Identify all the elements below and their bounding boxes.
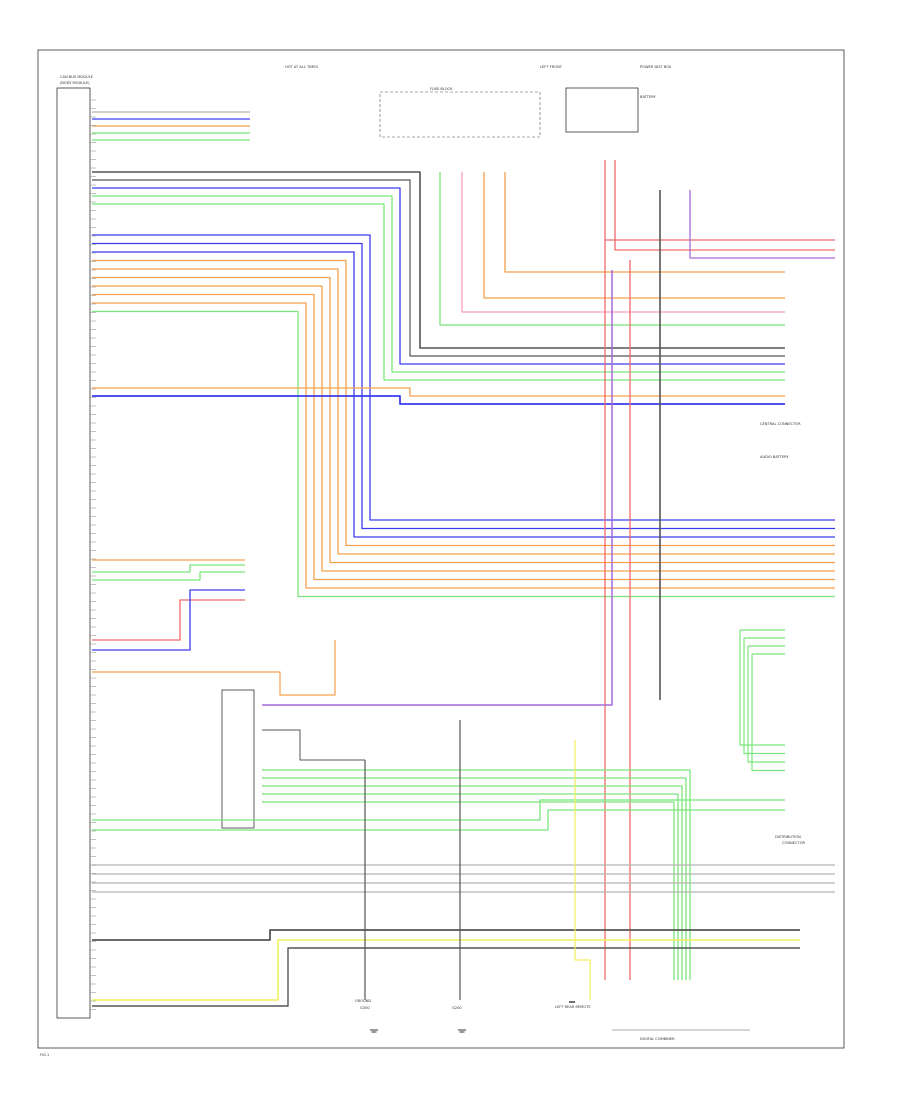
relay-box: [565, 87, 639, 133]
wire-15: [92, 268, 835, 555]
wire-6: [92, 171, 785, 349]
left-module-box: [56, 87, 91, 1019]
top-label-3: FUSE BLOCK: [430, 87, 453, 91]
left-module-label: CAN BUS MODULE: [60, 75, 94, 79]
wire-61: [92, 947, 800, 1007]
central-connector-label: CENTRAL CONNECTOR: [760, 422, 801, 426]
top-label-5: POWER DIST BOX: [640, 65, 672, 69]
wire-37: [92, 589, 245, 651]
wire-23: [439, 172, 785, 326]
wire-60: [92, 939, 800, 1001]
wire-7: [92, 179, 785, 357]
wire-59: [92, 929, 800, 941]
wire-50: [747, 646, 785, 763]
wire-43: [262, 793, 679, 980]
wire-27: [604, 160, 835, 241]
diagram-frame: [37, 49, 845, 1049]
pin-label-group: [90, 99, 96, 1010]
wire-group: [92, 111, 835, 1007]
wire-65: [262, 729, 365, 761]
bottom-label-2: G300: [360, 1006, 370, 1010]
wire-42: [262, 785, 683, 980]
wire-26: [504, 172, 785, 273]
wire-13: [92, 251, 835, 538]
bottom-label-4: LEFT REAR REMOTE: [555, 1005, 591, 1009]
top-label-4: BATTERY: [640, 95, 657, 99]
wire-21: [92, 395, 785, 405]
wire-53: [92, 799, 785, 821]
audio-battery-label: AUDIO BATTERY: [760, 455, 789, 459]
wire-64: [574, 740, 591, 1000]
wire-20: [92, 310, 835, 598]
bottom-label-3: G200: [452, 1006, 462, 1010]
wire-8: [92, 187, 785, 365]
wire-12: [92, 242, 835, 530]
top-label-1: HOT AT ALL TIMES: [285, 65, 319, 69]
distribution-label: DISTRIBUTION: [775, 835, 801, 839]
wire-31: [689, 190, 835, 259]
wire-14: [92, 259, 835, 547]
wire-38: [92, 640, 336, 696]
wire-36: [92, 599, 245, 641]
wire-52: [751, 654, 785, 772]
wire-17: [92, 285, 835, 572]
wire-25: [483, 172, 785, 299]
ground-symbol-2: [458, 1029, 466, 1033]
wire-41: [262, 777, 687, 980]
wire-24: [461, 172, 785, 313]
bottom-label-5: DIGITAL COMBINER: [640, 1037, 675, 1041]
connector-label: CONNECTOR: [782, 841, 806, 845]
wire-35: [92, 571, 245, 581]
wire-22: [92, 387, 785, 397]
wire-48: [743, 638, 785, 755]
wire-11: [92, 234, 835, 521]
wire-46: [739, 630, 785, 746]
dashed-fuse-box: [379, 91, 541, 138]
wire-39: [262, 270, 613, 706]
bottom-label-1: GROUND: [355, 999, 371, 1003]
wire-16: [92, 276, 835, 564]
left-module-sublabel: (BODY MODULE): [60, 81, 90, 85]
wire-10: [92, 203, 785, 381]
wire-54: [92, 809, 785, 831]
wire-18: [92, 293, 835, 581]
small-connector-box: [221, 689, 255, 829]
wire-44: [262, 801, 675, 980]
wire-28: [614, 160, 835, 251]
wire-19: [92, 302, 835, 589]
footer-code: FIG.1: [40, 1053, 49, 1057]
top-label-2: LEFT FRONT: [540, 65, 563, 69]
wire-40: [262, 769, 691, 980]
ground-symbol-1: [370, 1029, 378, 1033]
wire-34: [92, 564, 245, 573]
wire-9: [92, 195, 785, 373]
